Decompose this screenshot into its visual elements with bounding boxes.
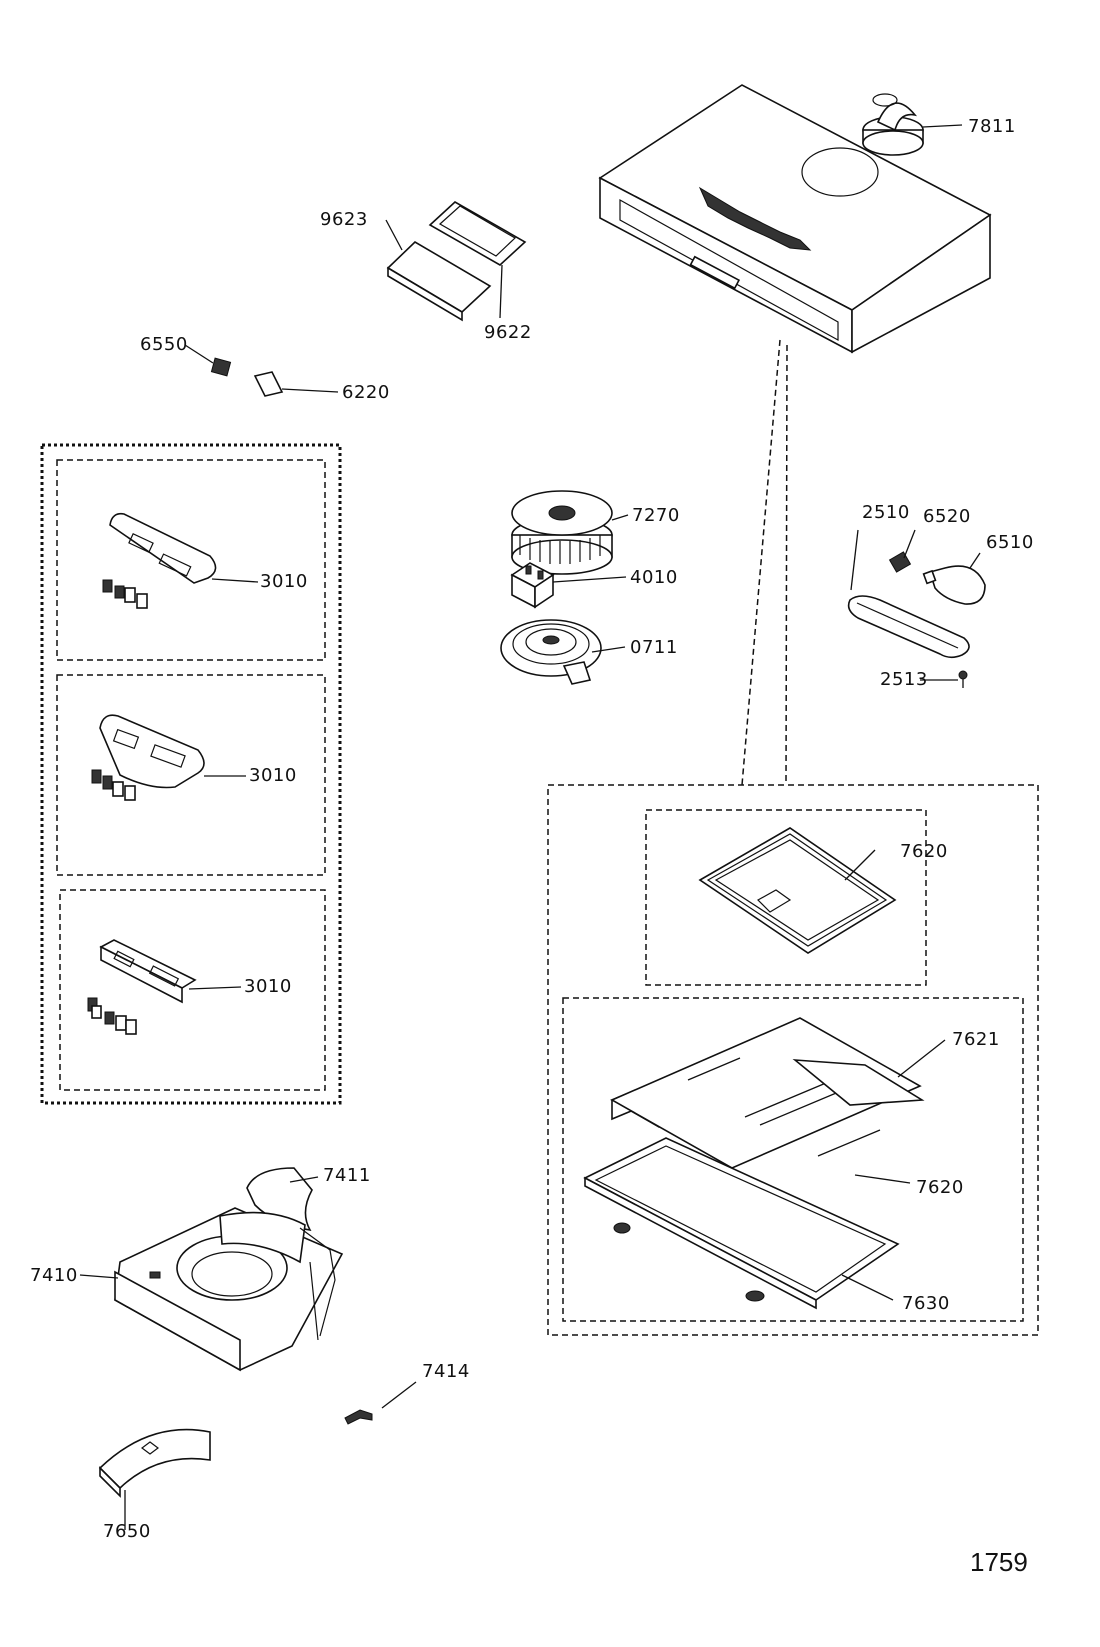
hood-to-filter-leader-right: [785, 344, 788, 786]
label-7411: 7411: [323, 1165, 371, 1186]
part-4010-capacitor: [510, 562, 627, 609]
hood-body: [598, 84, 992, 354]
label-7811: 7811: [968, 116, 1016, 137]
label-7410: 7410: [30, 1265, 78, 1286]
part-7811-collar: [862, 93, 963, 156]
panel-2: [56, 674, 326, 876]
label-2513: 2513: [880, 669, 928, 690]
label-9623: 9623: [320, 209, 368, 230]
part-7270-fan-wheel: [511, 490, 629, 575]
panel-3: [59, 889, 326, 1091]
label-7620-a: 7620: [900, 841, 948, 862]
part-7621-carbon-filter: [610, 1017, 946, 1184]
part-9623-9622-board: [385, 201, 527, 322]
label-6510: 6510: [986, 532, 1034, 553]
part-7630-frame: [583, 1137, 900, 1310]
label-3010-c: 3010: [244, 976, 292, 997]
control-panel-group-frame: [40, 443, 342, 1105]
part-7650-duct-adapter: [98, 1428, 211, 1530]
label-3010-b: 3010: [249, 765, 297, 786]
label-6220: 6220: [342, 382, 390, 403]
part-7410-blower-housing: [79, 1207, 344, 1372]
part-0711-motor-housing: [500, 619, 626, 685]
part-7414-clip: [344, 1381, 417, 1425]
label-7414: 7414: [422, 1361, 470, 1382]
label-4010: 4010: [630, 567, 678, 588]
carbon-filter-box: [562, 997, 1024, 1322]
label-6550: 6550: [140, 334, 188, 355]
label-7620-b: 7620: [916, 1177, 964, 1198]
label-7650: 7650: [103, 1521, 151, 1542]
label-6520: 6520: [923, 506, 971, 527]
metal-filter-box: [645, 809, 927, 986]
label-3010-a: 3010: [260, 571, 308, 592]
part-7620-metal-filter: [698, 827, 897, 954]
hood-to-filter-leader-left: [741, 339, 781, 786]
panel-1: [56, 459, 326, 661]
label-9622: 9622: [484, 322, 532, 343]
filter-group-frame: [547, 784, 1039, 1336]
label-7630: 7630: [902, 1293, 950, 1314]
part-lamp-assembly: [847, 529, 986, 688]
label-7270: 7270: [632, 505, 680, 526]
part-6550-6220-switches: [184, 344, 339, 397]
label-7621: 7621: [952, 1029, 1000, 1050]
label-2510: 2510: [862, 502, 910, 523]
label-0711: 0711: [630, 637, 678, 658]
page-number: 1759: [970, 1547, 1028, 1577]
